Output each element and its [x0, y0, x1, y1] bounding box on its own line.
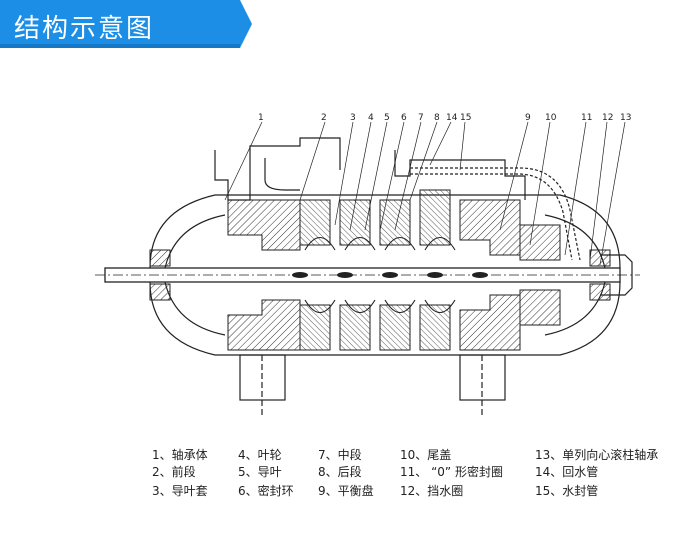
callout-leaders [224, 121, 626, 266]
shaft [95, 267, 640, 283]
legend-item: 5、导叶 [238, 465, 282, 479]
legend-item: 9、平衡盘 [318, 484, 374, 498]
legend-item: 12、挡水圈 [400, 484, 464, 498]
legend-item: 11、 “0” 形密封圈 [400, 465, 503, 479]
legend-item: 8、后段 [318, 465, 362, 479]
legend-item: 10、尾盖 [400, 448, 452, 462]
callout-2: 2 [321, 113, 327, 123]
callout-10: 10 [545, 113, 557, 123]
callout-9: 9 [525, 113, 531, 123]
casing-sections-bottom [227, 289, 561, 351]
impellers [304, 236, 456, 314]
legend-item: 7、中段 [318, 448, 362, 462]
bearings [149, 249, 611, 301]
callout-11: 11 [581, 113, 592, 123]
callout-12: 12 [602, 113, 613, 123]
header-background [0, 0, 252, 48]
callout-6: 6 [401, 113, 407, 123]
casing-sections-top [227, 189, 561, 261]
pump-cross-section: 1 2 3 4 5 6 7 8 14 15 9 10 11 12 13 [95, 113, 640, 415]
callout-13: 13 [620, 113, 631, 123]
parts-legend: 1、轴承体 2、前段 3、导叶套 4、叶轮 5、导叶 6、密封环 7、中段 8、… [0, 442, 675, 512]
legend-item: 13、单列向心滚柱轴承 [535, 448, 659, 462]
legend-item: 14、回水管 [535, 465, 599, 479]
callout-8: 8 [434, 113, 440, 123]
legend-item: 3、导叶套 [152, 484, 208, 498]
legend-item: 1、轴承体 [152, 448, 208, 462]
callout-1: 1 [258, 113, 264, 123]
callout-7: 7 [418, 113, 424, 123]
callout-4: 4 [368, 113, 374, 123]
page-title: 结构示意图 [14, 14, 155, 44]
legend-item: 15、水封管 [535, 484, 599, 498]
pump-structure-diagram: 1 2 3 4 5 6 7 8 14 15 9 10 11 12 13 [0, 50, 675, 430]
legend-item: 4、叶轮 [238, 448, 282, 462]
callout-5: 5 [384, 113, 390, 123]
legend-item: 6、密封环 [238, 484, 294, 498]
header-banner: 结构示意图 [0, 0, 255, 48]
callout-3: 3 [350, 113, 356, 123]
callout-15: 15 [460, 113, 471, 123]
legend-item: 2、前段 [152, 465, 196, 479]
callout-numbers: 1 2 3 4 5 6 7 8 14 15 9 10 11 12 13 [258, 113, 631, 123]
callout-14: 14 [446, 113, 458, 123]
